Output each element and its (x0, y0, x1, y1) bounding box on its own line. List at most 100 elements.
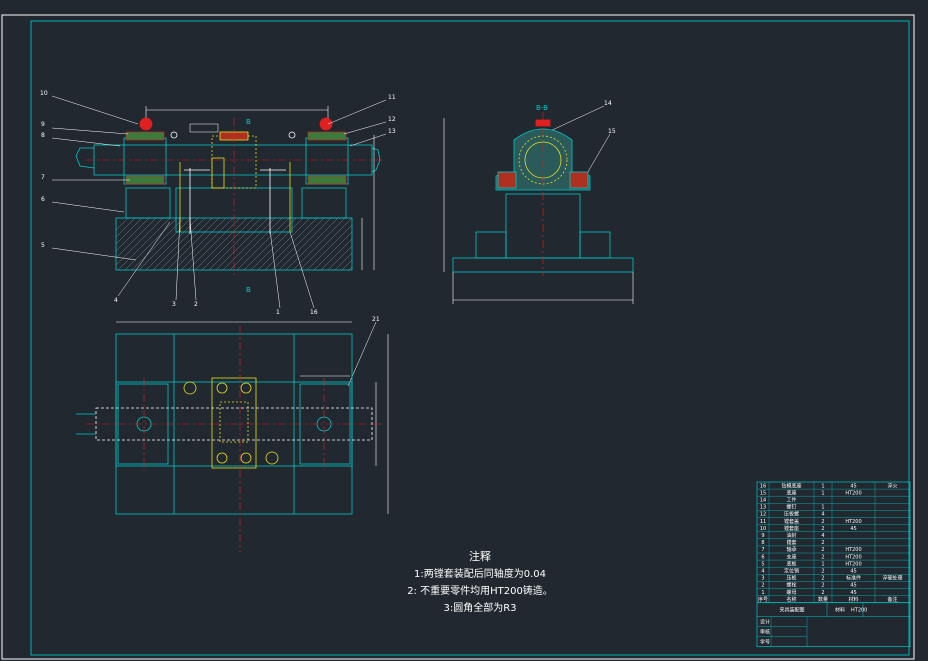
parts-cell: 镗套座 (784, 525, 799, 532)
front-view (75, 106, 381, 271)
parts-cell: 4 (821, 512, 824, 518)
callout-7: 7 (41, 174, 45, 181)
parts-cell: 16 (760, 483, 766, 489)
parts-cell: 15 (760, 490, 766, 496)
title-material-label: 材料 (835, 607, 845, 614)
parts-cell: 7 (761, 547, 764, 553)
parts-cell: 4 (821, 533, 824, 539)
parts-cell: 2 (821, 519, 824, 525)
callout-5: 5 (41, 242, 45, 249)
top-workpiece (211, 377, 257, 469)
parts-cell: 12 (760, 512, 766, 518)
parts-cell: HT200 (845, 547, 861, 553)
parts-cell: 1 (821, 483, 824, 489)
callout-15: 15 (608, 128, 616, 135)
side-left-foot (475, 231, 507, 259)
parts-cell: 2 (821, 554, 824, 560)
parts-cell: 13 (760, 505, 766, 511)
title-material: HT200 (851, 608, 867, 614)
parts-cell: 4 (761, 569, 764, 575)
parts-cell: 1 (821, 561, 824, 567)
parts-cell: 螺母 (786, 589, 796, 596)
parts-cell: 淬硬处理 (882, 575, 902, 582)
front-base-hatch (115, 217, 353, 271)
parts-cell: 2 (821, 583, 824, 589)
parts-cell: 钻模底座 (781, 482, 801, 489)
parts-cell: 螺钉 (786, 504, 796, 511)
parts-cell: 6 (761, 554, 764, 560)
callout-13: 13 (388, 128, 396, 135)
title-name: 夹具装配图 (779, 607, 804, 614)
callout-21: 21 (372, 316, 380, 323)
parts-cell: 工件 (786, 497, 796, 504)
parts-cell: 油封 (786, 532, 796, 539)
parts-cell: 名称 (786, 596, 796, 603)
parts-cell: 支座 (786, 553, 796, 560)
parts-cell: 3 (761, 576, 764, 582)
parts-cell: 45 (850, 526, 856, 532)
parts-cell: 11 (760, 519, 766, 525)
parts-cell: 9 (761, 533, 764, 539)
callout-4: 4 (114, 297, 118, 304)
callout-leaders (51, 95, 611, 387)
section-mark-top: B (246, 118, 251, 126)
title-role: 审核 (760, 629, 770, 636)
parts-cell: 2 (761, 583, 764, 589)
parts-cell: 压板 (786, 575, 796, 582)
callout-8: 8 (41, 132, 45, 139)
parts-cell: HT200 (845, 490, 861, 496)
parts-cell: 45 (850, 583, 856, 589)
callout-3: 3 (172, 301, 176, 308)
parts-cell: 镗套 (786, 539, 796, 546)
notes-block: 注释 1:两镗套装配后同轴度为0.04 2: 不重要零件均用HT200铸造。 3… (395, 548, 565, 617)
note-line-1: 1:两镗套装配后同轴度为0.04 (414, 569, 546, 580)
callout-6: 6 (41, 196, 45, 203)
parts-cell: 标准件 (846, 575, 861, 582)
parts-cell: 2 (821, 576, 824, 582)
callout-labels: 10 9 8 7 6 5 4 3 2 1 16 11 12 13 14 15 2… (40, 90, 616, 323)
side-right-foot (579, 231, 611, 259)
parts-cell: 数量 (818, 596, 828, 603)
parts-cell: 1 (821, 490, 824, 496)
parts-cell: 定位销 (784, 568, 799, 575)
parts-cell: 45 (850, 590, 856, 596)
parts-cell: 1 (821, 505, 824, 511)
parts-cell: 2 (821, 590, 824, 596)
parts-cell: 轴承 (786, 546, 796, 553)
section-label: B-B (536, 104, 548, 112)
parts-cell: 淬火 (887, 482, 897, 489)
parts-cell: 45 (850, 483, 856, 489)
parts-cell: 14 (760, 498, 766, 504)
callout-12: 12 (388, 116, 396, 123)
callout-16: 16 (310, 309, 318, 316)
parts-cell: 序号 (758, 596, 768, 603)
parts-cell: 底板 (786, 560, 796, 567)
parts-cell: 材料 (848, 596, 858, 603)
parts-cell: 备注 (887, 596, 897, 603)
parts-cell: 45 (850, 569, 856, 575)
title-role: 设计 (760, 619, 770, 626)
parts-cell: HT200 (845, 554, 861, 560)
parts-cell: HT200 (845, 519, 861, 525)
section-mark-bottom: B (246, 286, 251, 294)
parts-cell: 8 (761, 540, 764, 546)
inner-frame (30, 20, 910, 656)
parts-cell: 压板螺 (784, 511, 799, 518)
front-shaft-left-end (75, 147, 95, 169)
side-view (443, 118, 634, 304)
parts-cell: 螺栓 (786, 582, 796, 589)
callout-10: 10 (40, 90, 48, 97)
callout-1: 1 (276, 309, 280, 316)
parts-cell: 10 (760, 526, 766, 532)
callout-2: 2 (194, 301, 198, 308)
parts-cell: 镗套盖 (784, 518, 799, 525)
outer-border (1, 14, 915, 660)
callout-9: 9 (41, 121, 45, 128)
parts-cell: 2 (821, 547, 824, 553)
note-line-2: 2: 不重要零件均用HT200铸造。 (407, 586, 553, 597)
notes-title: 注释 (469, 550, 491, 563)
callout-14: 14 (604, 100, 612, 107)
parts-cell: 底座 (786, 489, 796, 496)
